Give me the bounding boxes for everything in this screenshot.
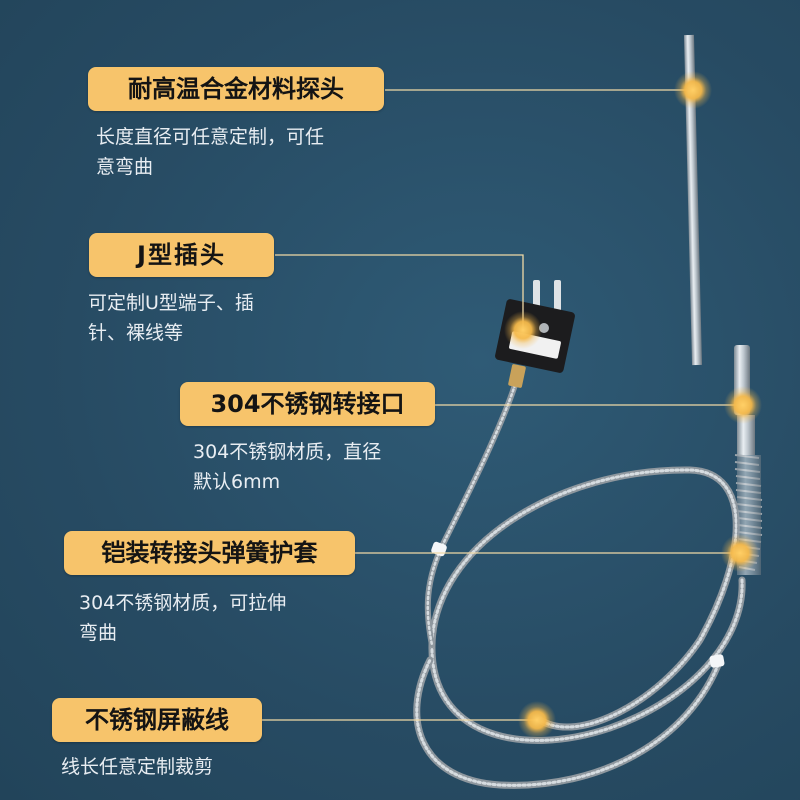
cable-description-line: 线长任意定制裁剪 [61,756,214,778]
marker-dot [674,71,712,109]
probe-description-line: 意弯曲 [96,156,154,178]
adapter-description: 304不锈钢材质，直径 默认6mm [193,437,381,497]
cable-clip [709,654,725,668]
probe-rod [683,34,763,575]
shielded-cable [413,382,746,789]
spring-sheath-description: 304不锈钢材质，可拉伸 弯曲 [79,588,286,648]
plug-description-line: 可定制U型端子、插 [88,292,254,314]
plug-title: J型插头 [89,233,274,277]
marker-dot [721,534,759,572]
probe-description: 长度直径可任意定制，可任 意弯曲 [96,122,324,182]
probe-title: 耐高温合金材料探头 [88,67,384,111]
spring-sheath-description-line: 弯曲 [79,622,118,644]
adapter-description-line: 默认6mm [193,471,281,493]
plug-description: 可定制U型端子、插 针、裸线等 [88,288,254,348]
leader-lines [262,89,743,721]
spring-sheath-description-line: 304不锈钢材质，可拉伸 [79,592,287,614]
spring-sheath-title: 铠装转接头弹簧护套 [64,531,355,575]
adapter-title: 304不锈钢转接口 [180,382,435,426]
marker-dot [504,311,542,349]
marker-dot [518,701,556,739]
cable-description: 线长任意定制裁剪 [61,752,213,782]
probe-description-line: 长度直径可任意定制，可任 [96,126,325,148]
plug-description-line: 针、裸线等 [88,322,184,344]
cable-title: 不锈钢屏蔽线 [52,698,262,742]
adapter-description-line: 304不锈钢材质，直径 [193,441,382,463]
marker-dot [724,386,762,424]
